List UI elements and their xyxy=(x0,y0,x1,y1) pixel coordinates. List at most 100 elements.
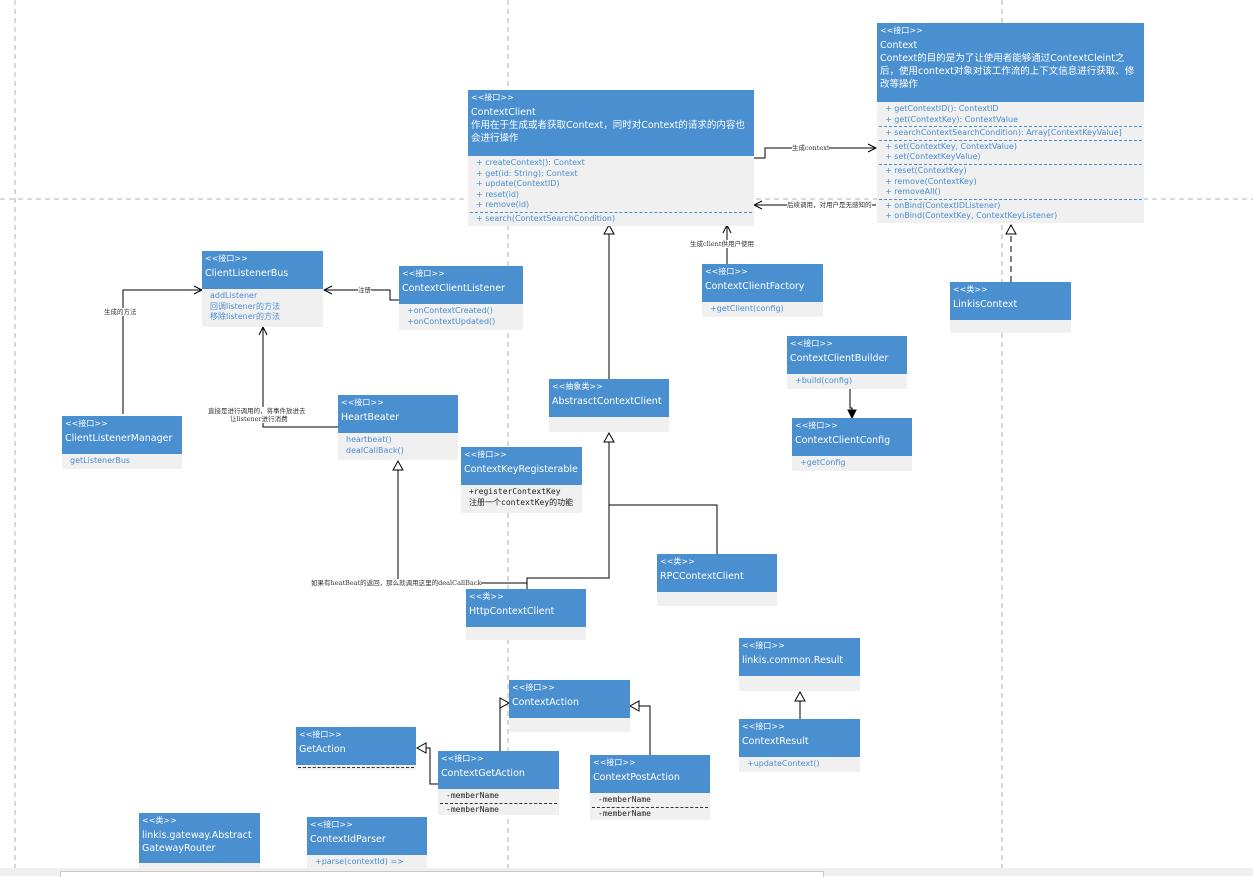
method-list xyxy=(739,676,860,691)
class-name: ClientListenerBus xyxy=(205,268,289,279)
method-list xyxy=(139,863,260,869)
method-list: + getContextID(): ContextID+ get(Context… xyxy=(877,102,1144,223)
class-name: LinkisContext xyxy=(953,299,1018,310)
class-context-post-action[interactable]: <<接口>> ContextPostAction -memberName-mem… xyxy=(590,755,710,820)
method-list: +parse(contextId) => xyxy=(307,855,427,869)
edge-getaction-to-contextaction xyxy=(499,697,511,751)
member-item: +getConfig xyxy=(800,458,846,467)
stereotype: <<接口>> xyxy=(705,267,748,276)
class-context-client-builder[interactable]: <<接口>> ContextClientBuilder +build(confi… xyxy=(787,336,907,389)
class-name: ContextClientFactory xyxy=(705,281,805,292)
stereotype: <<接口>> xyxy=(880,26,923,35)
edge-rpc-to-abstract xyxy=(609,504,718,554)
class-rpc-context-client[interactable]: <<类>> RPCContextClient xyxy=(657,554,777,606)
member-item: 移除listener的方法 xyxy=(210,312,280,322)
member-item: +getClient(config) xyxy=(710,304,784,313)
member-item: -memberName xyxy=(446,791,499,800)
method-list xyxy=(296,765,416,770)
class-name: HeartBeater xyxy=(341,412,400,423)
class-context-id-parser[interactable]: <<接口>> ContextIdParser +parse(contextId)… xyxy=(307,817,427,869)
method-list: getListenerBus xyxy=(62,454,182,469)
edge-heartbeater-to-bus xyxy=(263,327,339,428)
member-item: + update(ContextID) xyxy=(476,179,560,189)
method-list xyxy=(657,592,777,606)
method-list xyxy=(549,417,669,432)
class-context-client-listener[interactable]: <<接口>> ContextClientListener +onContextC… xyxy=(399,266,523,330)
member-item: addListener xyxy=(210,291,258,300)
class-context-get-action[interactable]: <<接口>> ContextGetAction -memberName-memb… xyxy=(438,751,559,815)
label-heartbeat-callback: 如果有heatBeat的返回，那么就调用这里的dealCallBack xyxy=(311,579,482,587)
method-list: +updateContext() xyxy=(739,757,860,772)
bottom-frame xyxy=(60,871,824,877)
member-separator xyxy=(879,198,1142,200)
member-item: +parse(contextId) => xyxy=(315,857,404,866)
member-separator xyxy=(470,211,752,213)
stereotype: <<接口>> xyxy=(742,641,785,650)
class-context-client-factory[interactable]: <<接口>> ContextClientFactory +getClient(c… xyxy=(702,264,823,317)
class-name: linkis.gateway.AbstractGatewayRouter xyxy=(142,830,252,854)
stereotype: <<接口>> xyxy=(441,754,484,763)
method-list: + createContext(): Context+ get(id: Stri… xyxy=(468,156,754,226)
class-linkis-common-result[interactable]: <<接口>> linkis.common.Result xyxy=(739,638,860,691)
member-item: -memberName xyxy=(446,804,499,814)
member-item: + reset(ContextKey) xyxy=(885,165,967,175)
class-context-action[interactable]: <<接口>> ContextAction xyxy=(509,680,630,732)
member-item: + removeAll() xyxy=(885,187,941,197)
stereotype: <<接口>> xyxy=(790,339,833,348)
edge-listener-to-bus xyxy=(324,290,399,301)
member-item: + createContext(): Context xyxy=(476,158,585,167)
class-name: ContextClient xyxy=(471,107,536,118)
class-abstract-context-client[interactable]: <<抽象类>> AbstrasctContextClient xyxy=(549,379,669,432)
edge-builder-to-config xyxy=(850,389,852,418)
class-name: RPCContextClient xyxy=(660,571,744,582)
class-context[interactable]: <<接口>> Context Context的目的是为了让使用者能够通过Cont… xyxy=(877,23,1144,223)
method-list xyxy=(509,718,630,732)
class-client-listener-manager[interactable]: <<接口>> ClientListenerManager getListener… xyxy=(62,416,182,469)
class-context-client[interactable]: <<接口>> ContextClient 作用在于生成或者获取Context，同… xyxy=(468,90,754,226)
member-item: + onBind(ContextKey, ContextKeyListener) xyxy=(885,211,1058,221)
member-item: +onContextUpdated() xyxy=(407,316,496,326)
class-get-action[interactable]: <<接口>> GetAction xyxy=(296,727,416,770)
stereotype: <<接口>> xyxy=(402,269,445,278)
member-item: -memberName xyxy=(598,795,651,804)
class-name: ClientListenerManager xyxy=(65,433,173,444)
method-list: -memberName -memberName xyxy=(438,789,559,815)
stereotype: <<接口>> xyxy=(341,398,384,407)
class-http-context-client[interactable]: <<类>> HttpContextClient xyxy=(466,589,586,640)
class-name: ContextResult xyxy=(742,736,809,747)
label-direct-call-1: 直接是进行调用的，将事件放进去 xyxy=(208,407,306,415)
method-list xyxy=(950,320,1071,333)
member-separator xyxy=(879,163,1142,165)
member-item: +updateContext() xyxy=(747,759,820,768)
member-item: +onContextCreated() xyxy=(407,306,493,315)
label-gen-method: 生成的方法 xyxy=(104,308,137,316)
member-item: -memberName xyxy=(598,808,651,818)
label-gen-client: 生成client供用户使用 xyxy=(690,240,754,248)
member-item: +registerContextKey xyxy=(469,487,561,496)
member-item: + set(ContextKeyValue) xyxy=(885,152,981,162)
member-item: heartbeat() xyxy=(346,435,392,444)
class-context-result[interactable]: <<接口>> ContextResult +updateContext() xyxy=(739,719,860,772)
class-name: ContextAction xyxy=(512,697,579,708)
class-name: GetAction xyxy=(299,744,346,755)
stereotype: <<类>> xyxy=(142,816,177,825)
method-list: +onContextCreated()+onContextUpdated() xyxy=(399,304,523,330)
stereotype: <<类>> xyxy=(660,557,695,566)
class-linkis-context[interactable]: <<类>> LinkisContext xyxy=(950,282,1071,333)
stereotype: <<接口>> xyxy=(742,722,785,731)
class-heart-beater[interactable]: <<接口>> HeartBeater heartbeat()dealCallBa… xyxy=(338,395,458,460)
edge-manager-to-bus xyxy=(122,290,202,414)
member-item: + get(id: String): Context xyxy=(476,168,578,178)
edge-contextget-to-getaction xyxy=(415,742,439,785)
method-list xyxy=(466,627,586,640)
class-abstract-gateway-router[interactable]: <<类>> linkis.gateway.AbstractGatewayRout… xyxy=(139,813,260,869)
class-name: HttpContextClient xyxy=(469,606,555,617)
class-context-key-registerable[interactable]: <<接口>> ContextKeyRegisterable +registerC… xyxy=(461,447,582,513)
class-name: ContextKeyRegisterable xyxy=(464,464,578,475)
label-gen-context: 生成context xyxy=(792,144,830,152)
label-later-call: 后续调用，对用户是无感知的 xyxy=(787,201,872,209)
class-name: ContextClientListener xyxy=(402,283,505,294)
class-context-client-config[interactable]: <<接口>> ContextClientConfig +getConfig xyxy=(792,418,912,471)
